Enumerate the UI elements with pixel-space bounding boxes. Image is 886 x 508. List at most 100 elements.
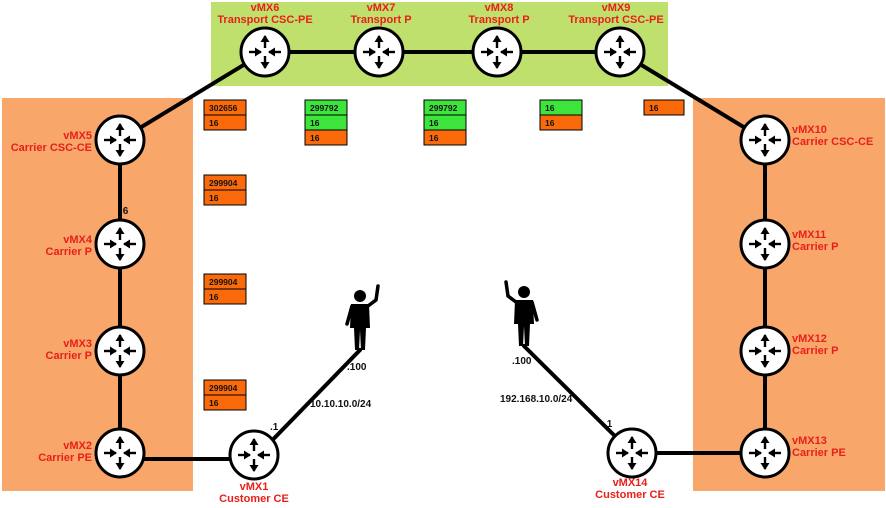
arrowhead-icon bbox=[110, 448, 117, 458]
arrowhead-icon bbox=[110, 346, 117, 356]
arrowhead-icon bbox=[768, 239, 775, 249]
vmx4-role: Carrier P bbox=[46, 246, 92, 258]
vmx11-name: vMX11 bbox=[792, 229, 826, 241]
stack-label-box bbox=[539, 114, 583, 131]
vmx7-name: vMX7 bbox=[367, 2, 396, 14]
router-vmx4[interactable] bbox=[94, 218, 146, 270]
router-vmx10[interactable] bbox=[739, 114, 791, 166]
router-vmx12[interactable] bbox=[739, 325, 791, 377]
arrowhead-icon bbox=[760, 463, 770, 470]
arrowhead-icon bbox=[255, 47, 262, 57]
arrowhead-icon bbox=[115, 436, 125, 443]
arrowhead-icon bbox=[115, 463, 125, 470]
vmx2-name: vMX2 bbox=[63, 440, 92, 452]
vmx12-role: Carrier P bbox=[792, 345, 838, 357]
vmx10-name: vMX10 bbox=[792, 124, 827, 136]
vmx13-role: Carrier PE bbox=[792, 447, 846, 459]
arrowhead-icon bbox=[627, 463, 637, 470]
stack-label-text: 16 bbox=[310, 133, 320, 143]
router-vmx14[interactable] bbox=[606, 427, 658, 479]
vmx2-role: Carrier PE bbox=[38, 452, 92, 464]
stack-label-text: 299904 bbox=[209, 277, 238, 287]
person-arm bbox=[345, 304, 354, 326]
arrowhead-icon bbox=[115, 334, 125, 341]
router-icon bbox=[94, 218, 146, 270]
router-vmx6[interactable] bbox=[239, 26, 291, 78]
arrowhead-icon bbox=[382, 47, 389, 57]
arrowhead-icon bbox=[610, 47, 617, 57]
router-icon bbox=[94, 114, 146, 166]
vmx13-name: vMX13 bbox=[792, 435, 827, 447]
arrowhead-icon bbox=[115, 227, 125, 234]
router-vmx3[interactable] bbox=[94, 325, 146, 377]
arrowhead-icon bbox=[260, 35, 270, 42]
stack-label-text: 16 bbox=[429, 118, 439, 128]
arrowhead-icon bbox=[760, 361, 770, 368]
stack-label-text: 16 bbox=[545, 103, 555, 113]
person-arm bbox=[530, 300, 539, 322]
stack-label-box bbox=[203, 114, 247, 131]
vmx9-role: Transport CSC-PE bbox=[568, 14, 663, 26]
router-vmx11[interactable] bbox=[739, 218, 791, 270]
arrowhead-icon bbox=[760, 227, 770, 234]
stack-label-text: 16 bbox=[209, 292, 219, 302]
arrowhead-icon bbox=[768, 135, 775, 145]
vmx1-interface-label: .1 bbox=[270, 422, 279, 433]
link-vmx5-vmx6 bbox=[118, 50, 267, 142]
router-vmx5[interactable] bbox=[94, 114, 146, 166]
arrowhead-icon bbox=[249, 438, 259, 445]
router-vmx2[interactable] bbox=[94, 427, 146, 479]
arrowhead-icon bbox=[268, 47, 275, 57]
stack-label-box bbox=[203, 189, 247, 206]
arrowhead-icon bbox=[123, 239, 130, 249]
vmx4-interface-label: .6 bbox=[120, 206, 129, 217]
router-vmx13[interactable] bbox=[739, 427, 791, 479]
arrowhead-icon bbox=[260, 62, 270, 69]
arrowhead-icon bbox=[615, 35, 625, 42]
router-vmx7[interactable] bbox=[353, 26, 405, 78]
stack-label-box bbox=[423, 129, 467, 146]
arrowhead-icon bbox=[115, 361, 125, 368]
stack-label-text: 16 bbox=[545, 118, 555, 128]
router-icon bbox=[353, 26, 405, 78]
router-vmx8[interactable] bbox=[471, 26, 523, 78]
vmx14-name: vMX14 bbox=[613, 477, 649, 489]
router-vmx1[interactable] bbox=[228, 429, 280, 481]
arrowhead-icon bbox=[374, 35, 384, 42]
arrowhead-icon bbox=[492, 35, 502, 42]
arrowhead-icon bbox=[110, 239, 117, 249]
router-icon bbox=[594, 26, 646, 78]
router-vmx9[interactable] bbox=[594, 26, 646, 78]
person-arm bbox=[366, 284, 380, 308]
router-icon bbox=[739, 427, 791, 479]
person-head bbox=[354, 290, 366, 302]
vmx9-name: vMX9 bbox=[602, 2, 631, 14]
arrowhead-icon bbox=[244, 450, 251, 460]
router-icon bbox=[228, 429, 280, 481]
arrowhead-icon bbox=[615, 62, 625, 69]
label-stack-vmx10: 16 bbox=[643, 99, 685, 116]
right-subnet-label: 192.168.10.0/24 bbox=[500, 394, 573, 405]
vmx14-role: Customer CE bbox=[595, 489, 665, 501]
stack-label-text: 16 bbox=[209, 193, 219, 203]
stack-label-text: 16 bbox=[649, 103, 659, 113]
stack-label-text: 299792 bbox=[310, 103, 339, 113]
person-body bbox=[514, 300, 534, 346]
arrowhead-icon bbox=[492, 62, 502, 69]
stack-label-text: 299904 bbox=[209, 383, 238, 393]
arrowhead-icon bbox=[110, 135, 117, 145]
carrier-zone-left bbox=[2, 98, 193, 491]
person-head bbox=[518, 286, 530, 298]
arrowhead-icon bbox=[760, 150, 770, 157]
vmx1-name: vMX1 bbox=[240, 481, 269, 493]
routers bbox=[94, 26, 791, 481]
router-labels: vMX6 Transport CSC-PE vMX7 Transport P v… bbox=[11, 2, 874, 505]
arrowhead-icon bbox=[755, 135, 762, 145]
arrowhead-icon bbox=[760, 123, 770, 130]
arrowhead-icon bbox=[115, 150, 125, 157]
router-icon bbox=[606, 427, 658, 479]
